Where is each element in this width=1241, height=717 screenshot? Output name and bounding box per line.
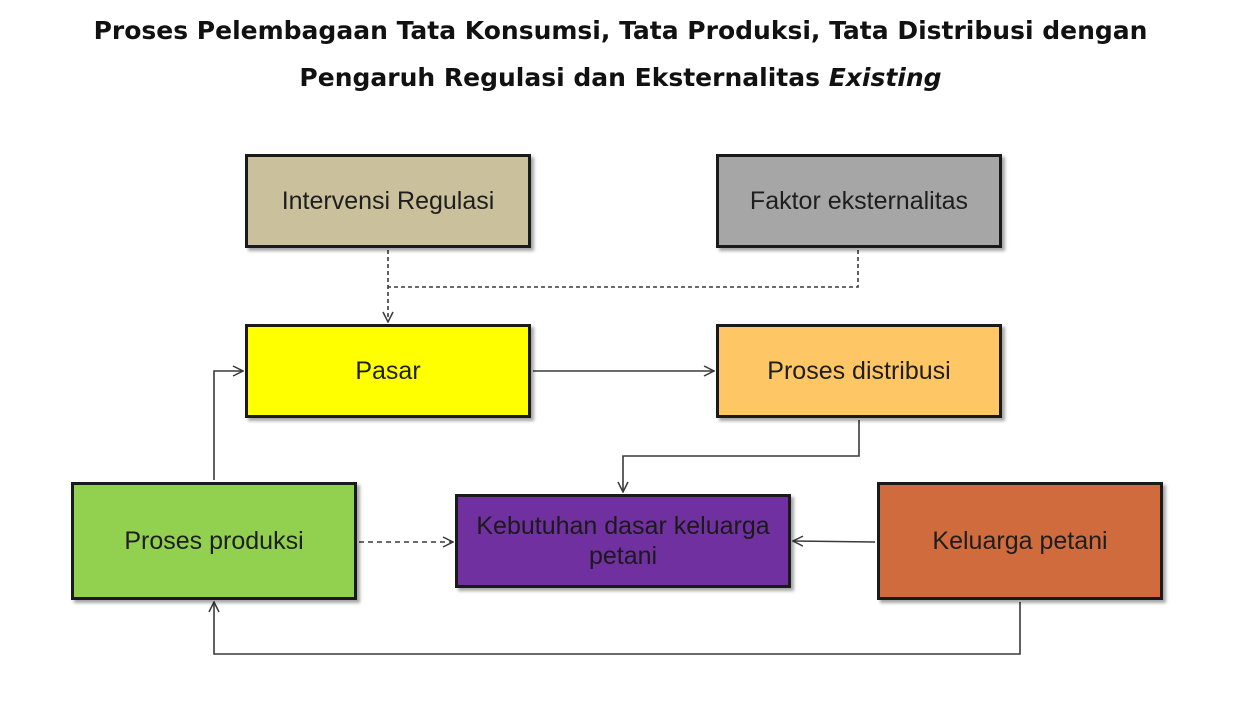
edge-distribusi-to-kebutuhan [623, 420, 860, 492]
node-label: Pasar [355, 357, 421, 385]
node-label: Proses distribusi [767, 357, 951, 385]
node-keluarga-petani: Keluarga petani [877, 482, 1163, 600]
node-faktor-eksternalitas: Faktor eksternalitas [716, 154, 1002, 248]
node-proses-distribusi: Proses distribusi [716, 324, 1002, 418]
title-emphasis: Existing [828, 63, 942, 92]
edge-keluarga-to-produksi [214, 602, 1021, 655]
node-label: Intervensi Regulasi [281, 187, 495, 215]
node-label: Faktor eksternalitas [749, 187, 969, 215]
node-label: Proses produksi [124, 527, 304, 555]
edge-eksternalitas-to-pasar [388, 250, 859, 288]
title-line-2-text: Pengaruh Regulasi dan Eksternalitas [299, 63, 829, 92]
node-kebutuhan-dasar-keluarga-petani: Kebutuhan dasar keluarga petani [455, 494, 791, 588]
node-proses-produksi: Proses produksi [71, 482, 357, 600]
diagram-title-line-1: Proses Pelembagaan Tata Konsumsi, Tata P… [93, 16, 1148, 45]
edge-keluarga-to-kebutuhan [793, 541, 876, 542]
node-label: Kebutuhan dasar keluarga petani [476, 512, 770, 570]
node-pasar: Pasar [245, 324, 531, 418]
diagram-title-line-2: Pengaruh Regulasi dan Eksternalitas Exis… [0, 63, 1241, 92]
node-label: Keluarga petani [932, 527, 1108, 555]
edge-produksi-to-pasar [213, 371, 243, 480]
node-intervensi-regulasi: Intervensi Regulasi [245, 154, 531, 248]
